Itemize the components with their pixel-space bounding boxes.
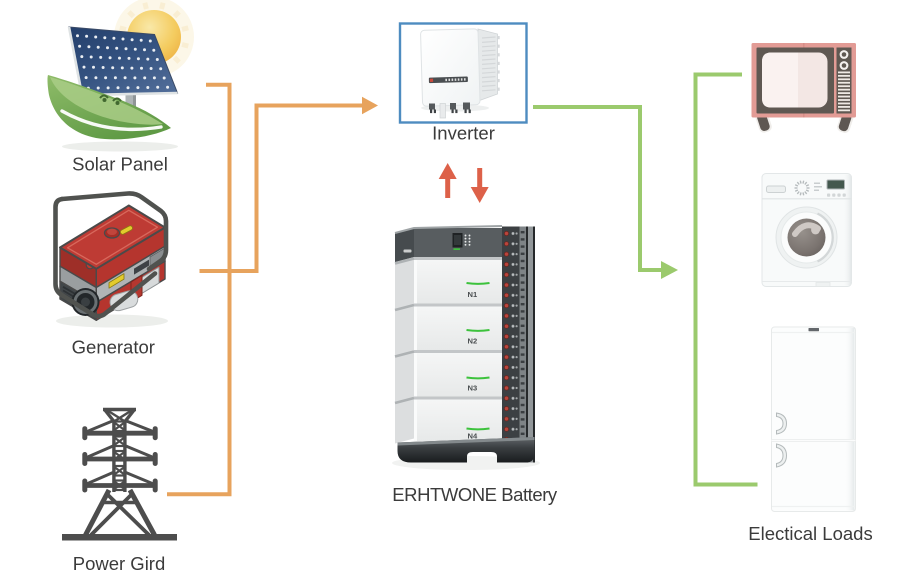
svg-text:N1: N1 — [468, 290, 478, 299]
svg-text:N3: N3 — [468, 384, 478, 393]
svg-text:Inverter: Inverter — [432, 123, 495, 144]
svg-text:N4: N4 — [468, 432, 478, 441]
svg-text:ERHTWONE Battery: ERHTWONE Battery — [392, 484, 558, 505]
svg-text:Power Gird: Power Gird — [73, 553, 166, 574]
svg-text:N2: N2 — [468, 337, 478, 346]
svg-text:Electical Loads: Electical Loads — [748, 523, 872, 544]
svg-text:Solar Panel: Solar Panel — [72, 154, 168, 175]
svg-text:Generator: Generator — [72, 337, 155, 358]
